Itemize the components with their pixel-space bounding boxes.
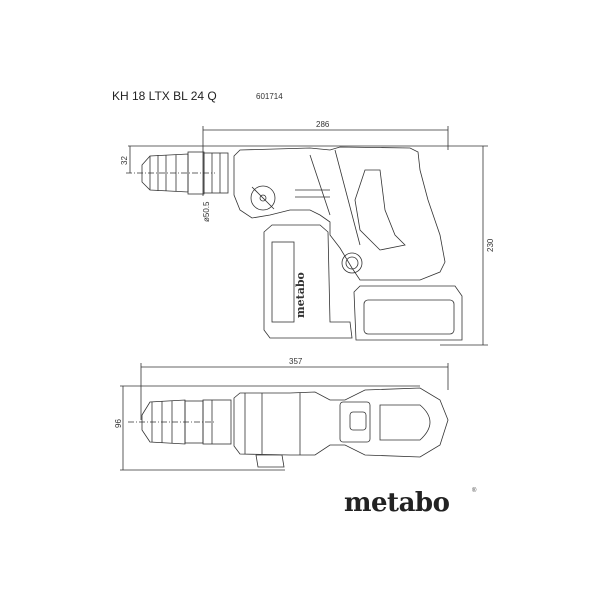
housing-logo: metabo — [294, 272, 307, 318]
svg-text:230: 230 — [486, 238, 495, 252]
dimension-diameter: ø50.5 — [202, 201, 211, 222]
registered-mark: ® — [472, 488, 477, 494]
svg-text:96: 96 — [114, 419, 123, 428]
side-view-hammer: metabo — [141, 146, 463, 341]
svg-text:32: 32 — [120, 156, 129, 165]
metabo-logo: metabo — [344, 488, 450, 518]
model-title: KH 18 LTX BL 24 Q — [112, 89, 217, 103]
dimension-32: 32 — [120, 146, 215, 174]
dimension-96: 96 — [114, 385, 420, 471]
dimension-230: 230 — [128, 145, 495, 346]
dimension-286: 286 — [202, 120, 449, 196]
svg-text:286: 286 — [316, 120, 330, 129]
article-number: 601714 — [256, 92, 283, 101]
dimension-357: 357 — [140, 357, 449, 420]
svg-text:357: 357 — [289, 357, 303, 366]
top-view-hammer — [141, 387, 449, 468]
